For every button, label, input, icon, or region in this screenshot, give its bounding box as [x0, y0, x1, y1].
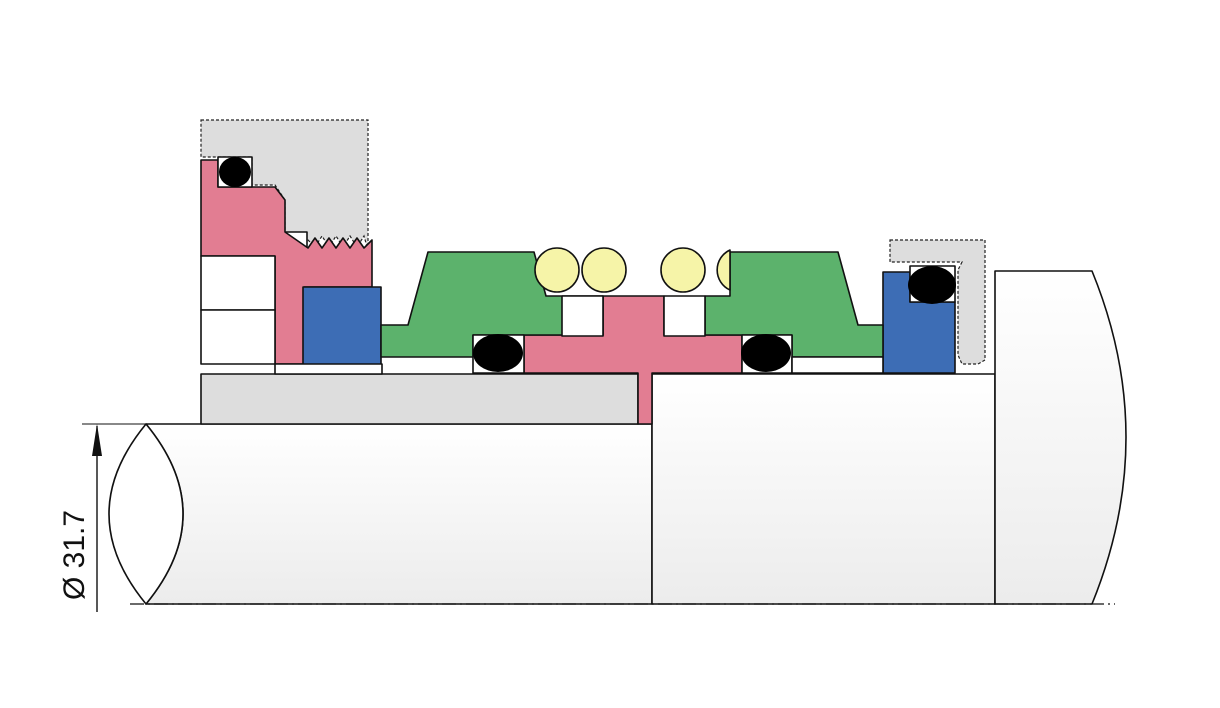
o-rings — [217, 156, 956, 375]
shaft-shoulder — [994, 270, 1127, 605]
o-ring-right — [741, 334, 791, 372]
shaft-body-left — [145, 423, 653, 605]
sleeve-body — [200, 373, 639, 425]
clearance-strip-right — [791, 356, 884, 374]
sleeve — [200, 373, 639, 425]
spring-ball-4 — [716, 249, 731, 291]
o-ring-gland — [219, 157, 251, 187]
dimension-arrowhead — [92, 424, 102, 456]
white-spacer-upper — [200, 255, 276, 311]
seat-ring — [302, 271, 956, 374]
clearance-strip-left — [274, 363, 383, 375]
white-spacer-lower — [200, 309, 276, 365]
diameter-label: Ø 31.7 — [58, 510, 91, 600]
blue-seat-left — [302, 286, 382, 366]
spring-ball-2 — [581, 247, 627, 293]
spring-ball-1 — [534, 247, 580, 293]
dimension-annotation: Ø 31.7 — [58, 423, 1115, 612]
shaft-end-break — [108, 423, 184, 605]
shaft — [108, 270, 1127, 605]
gland-body — [200, 119, 369, 251]
spring-ball-3 — [660, 247, 706, 293]
o-ring-seat — [908, 266, 956, 304]
spring-pocket-left — [561, 295, 604, 337]
spring-pocket-right — [663, 295, 706, 337]
springs — [534, 247, 731, 337]
retaining-clip — [889, 239, 986, 365]
elastomer-bellows — [380, 251, 884, 358]
o-ring-left — [473, 334, 523, 372]
shaft-body-right — [651, 373, 996, 605]
clip-body — [889, 239, 986, 365]
